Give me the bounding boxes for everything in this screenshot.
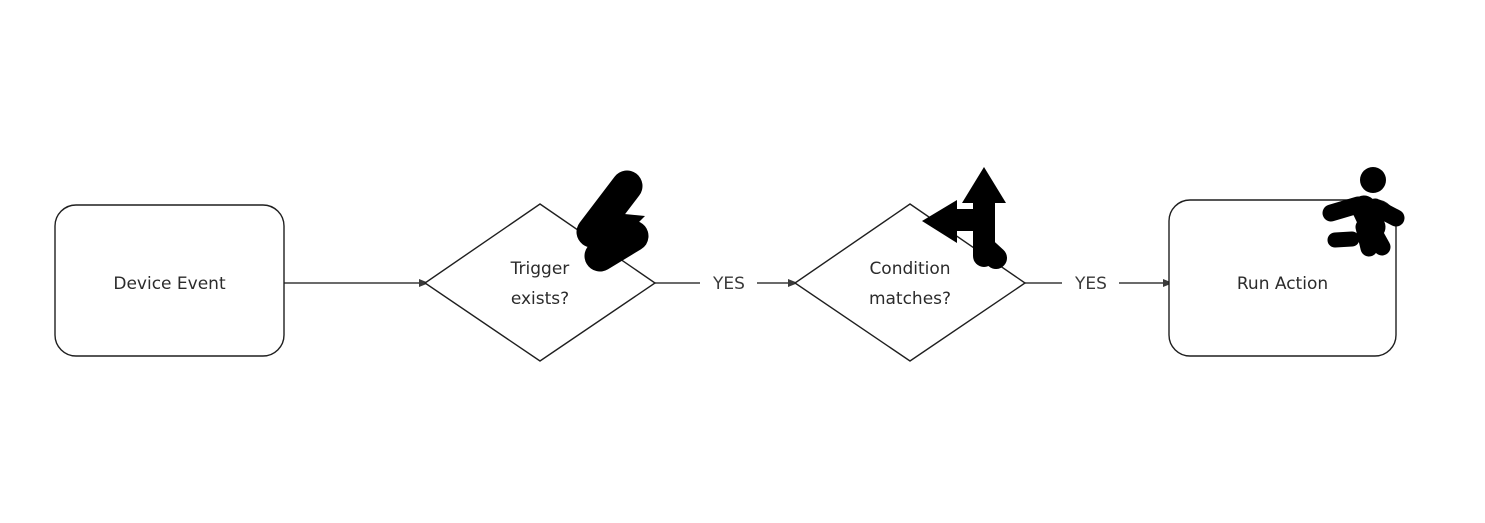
node-condition-matches[interactable]: Condition matches? xyxy=(793,167,1027,362)
node-trigger-exists[interactable]: Trigger exists? xyxy=(423,170,657,362)
edge-label-yes-2: YES xyxy=(1074,274,1107,294)
device-event-label: Device Event xyxy=(113,274,226,294)
edge-condition-to-action: YES xyxy=(1025,274,1173,294)
branch-arrow-icon xyxy=(922,167,1007,269)
condition-matches-label-line1: Condition xyxy=(869,259,950,279)
edge-label-yes-1: YES xyxy=(712,274,745,294)
lightning-bolt-icon xyxy=(576,170,649,272)
node-run-action[interactable]: Run Action xyxy=(1168,167,1405,357)
trigger-exists-label-line1: Trigger xyxy=(510,259,570,279)
trigger-exists-label-line2: exists? xyxy=(511,289,569,309)
edge-trigger-to-condition: YES xyxy=(655,274,798,294)
condition-matches-label-line2: matches? xyxy=(869,289,951,309)
running-person-icon xyxy=(1322,167,1405,257)
node-device-event[interactable]: Device Event xyxy=(54,204,285,357)
device-event-shape[interactable] xyxy=(54,204,285,357)
run-action-label: Run Action xyxy=(1237,274,1328,294)
